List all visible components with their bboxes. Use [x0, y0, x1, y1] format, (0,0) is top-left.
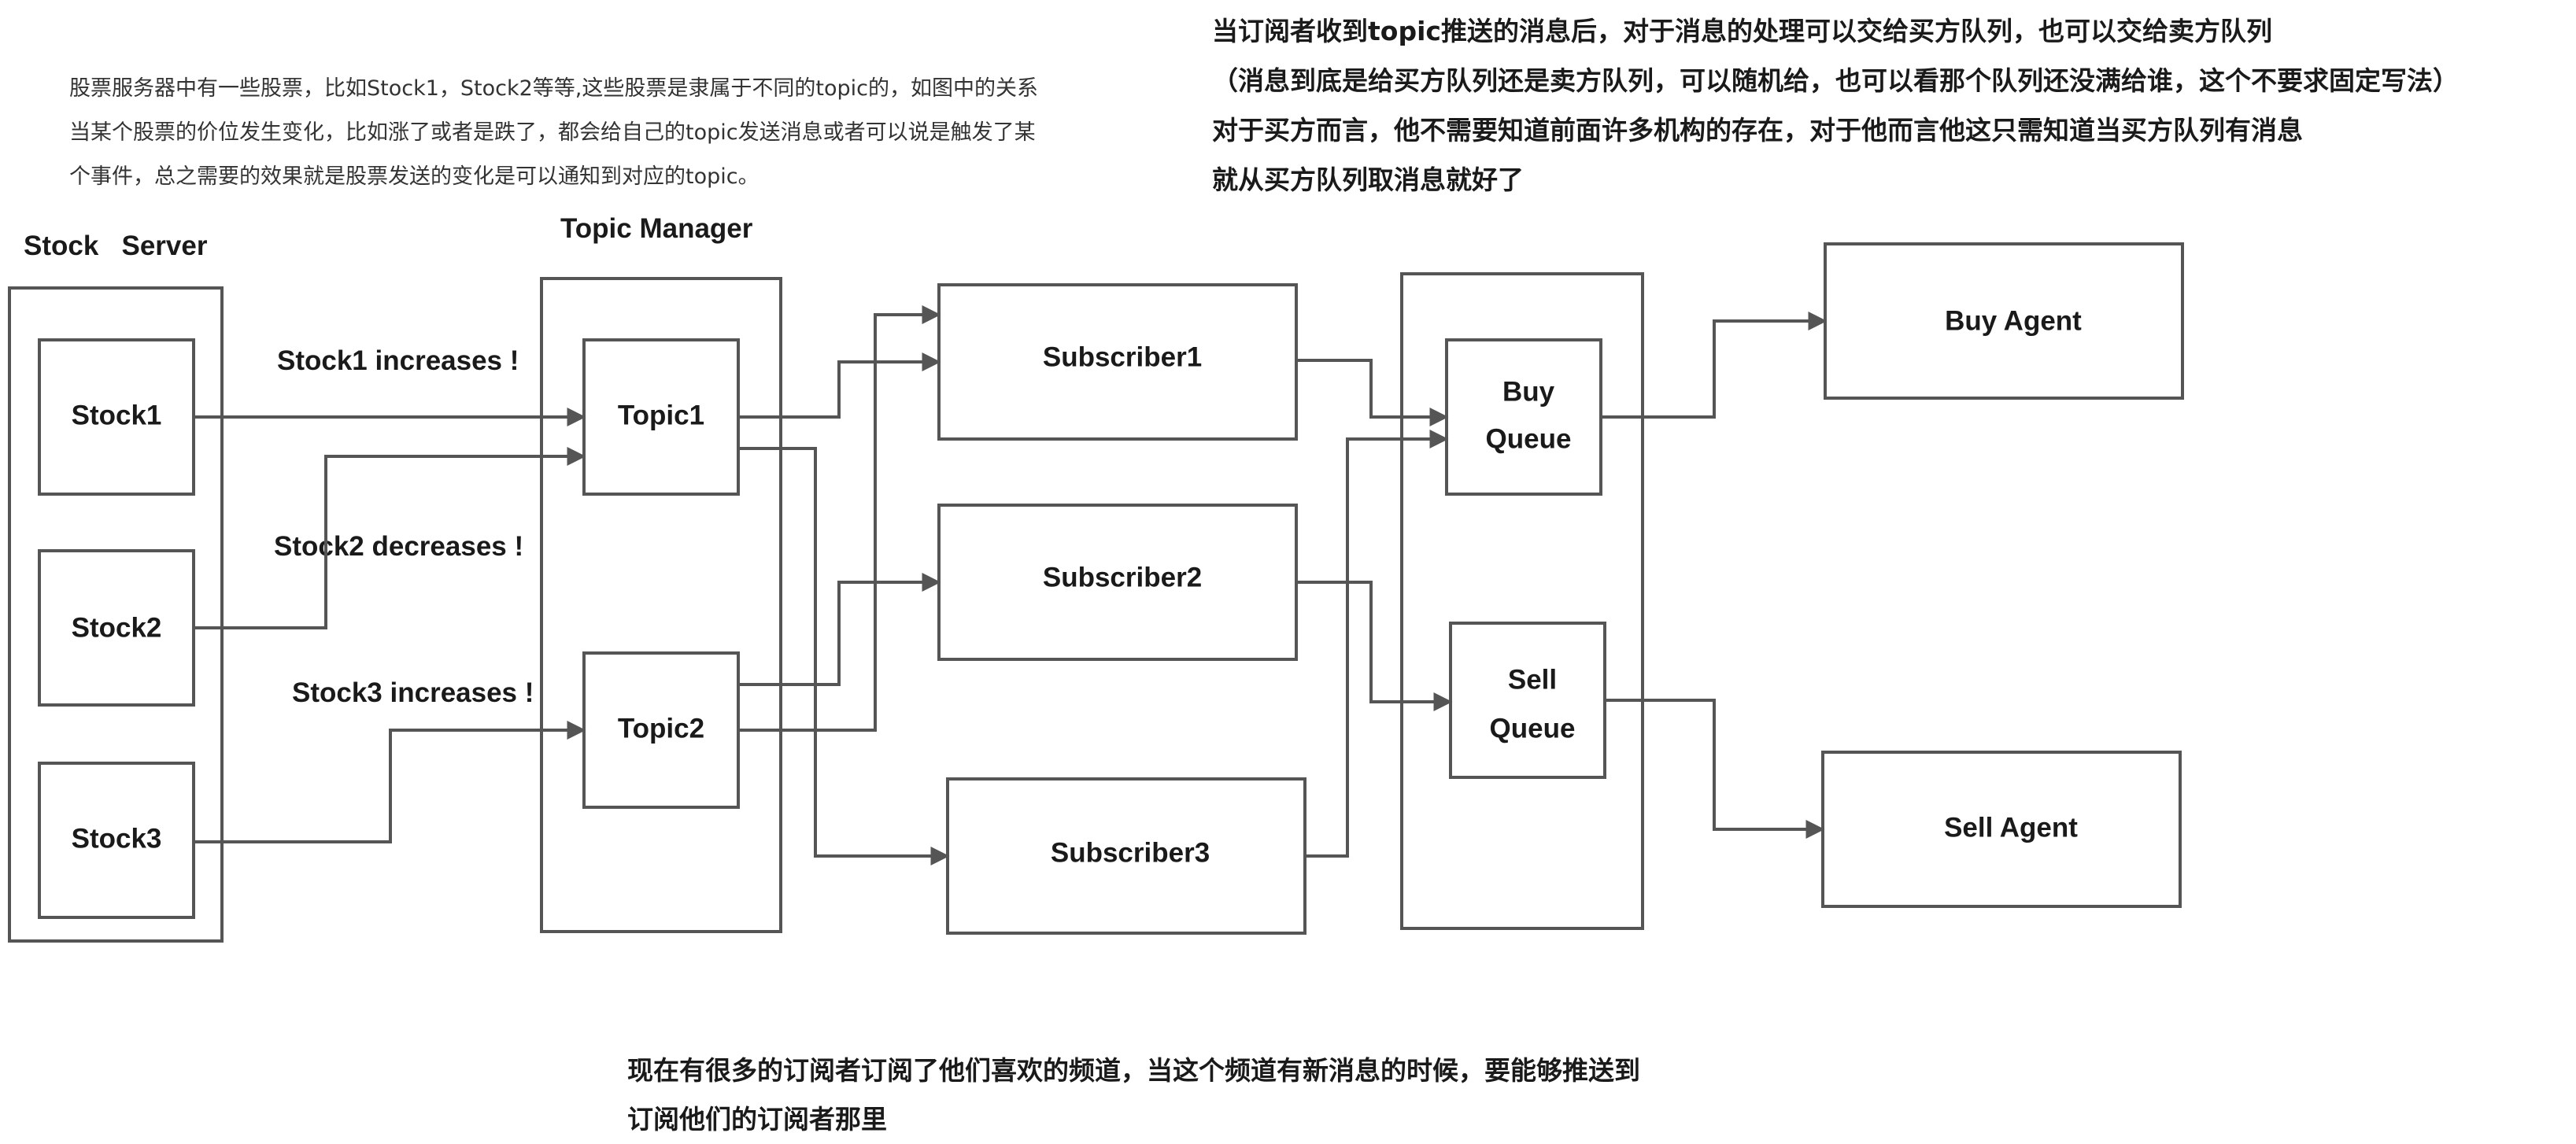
subscription-summary: 现在有很多的订阅者订阅了他们喜欢的频道，当这个频道有新消息的时候，要能够推送到 …	[627, 1046, 1640, 1144]
sell-queue-node[interactable]: Sell Queue	[1449, 622, 1606, 779]
edge-topic1-subscriber1	[738, 352, 941, 419]
edge-topic2-subscriber1	[738, 305, 941, 732]
subscriber-handling-description: 当订阅者收到topic推送的消息后，对于消息的处理可以交给买方队列，也可以交给卖…	[1212, 6, 2459, 205]
edge-stock3-topic2	[194, 721, 586, 843]
sell-queue-label-line1: Sell	[1508, 664, 1557, 695]
edge-sell-queue-sell-agent	[1605, 699, 1825, 839]
edge-topic1-subscriber3	[738, 447, 950, 865]
topic1-label: Topic1	[618, 400, 704, 430]
stock-server-title: Stock Server	[24, 231, 208, 261]
topic2-label: Topic2	[618, 713, 704, 744]
note-line: （消息到底是给买方队列还是卖方队列，可以随机给，也可以看那个队列还没满给谁，这个…	[1212, 65, 2459, 96]
note-line: 股票服务器中有一些股票，比如Stock1，Stock2等等,这些股票是隶属于不同…	[69, 76, 1038, 101]
subscriber1-node[interactable]: Subscriber1	[937, 283, 1298, 441]
subscriber3-node[interactable]: Subscriber3	[946, 777, 1306, 935]
sell-queue-label-line2: Queue	[1490, 713, 1576, 744]
stock2-label: Stock2	[72, 612, 162, 643]
buy-agent-node[interactable]: Buy Agent	[1824, 242, 2184, 400]
topic2-node[interactable]: Topic2	[582, 651, 740, 809]
note-line: 对于买方而言，他不需要知道前面许多机构的存在，对于他而言他这只需知道当买方队列有…	[1212, 115, 2303, 146]
sell-agent-node[interactable]: Sell Agent	[1821, 751, 2182, 908]
edge-stock2-topic1	[194, 447, 586, 629]
edge-subscriber3-buy-queue	[1305, 430, 1449, 858]
stock3-label: Stock3	[72, 823, 162, 854]
edge-label-stock2: Stock2 decreases !	[274, 531, 523, 562]
note-line: 当订阅者收到topic推送的消息后，对于消息的处理可以交给买方队列，也可以交给卖…	[1212, 16, 2272, 46]
edge-label-stock3: Stock3 increases !	[292, 677, 534, 708]
buy-agent-label: Buy Agent	[1945, 305, 2082, 336]
note-line: 个事件，总之需要的效果就是股票发送的变化是可以通知到对应的topic。	[69, 164, 759, 189]
stock1-label: Stock1	[72, 400, 162, 430]
note-line: 订阅他们的订阅者那里	[627, 1104, 887, 1135]
note-line: 当某个股票的价位发生变化，比如涨了或者是跌了，都会给自己的topic发送消息或者…	[69, 120, 1036, 145]
stock1-node[interactable]: Stock1	[38, 338, 195, 496]
note-line: 就从买方队列取消息就好了	[1212, 164, 1524, 195]
subscriber2-label: Subscriber2	[1043, 562, 1202, 592]
subscriber3-label: Subscriber3	[1051, 837, 1210, 868]
buy-queue-node[interactable]: Buy Queue	[1445, 338, 1602, 496]
edge-buy-queue-buy-agent	[1601, 312, 1828, 419]
edge-topic2-subscriber2	[738, 573, 941, 686]
sell-agent-label: Sell Agent	[1944, 812, 2078, 843]
edge-subscriber1-buy-queue	[1296, 359, 1449, 426]
edge-subscriber2-sell-queue	[1296, 581, 1453, 711]
stock-server-description: 股票服务器中有一些股票，比如Stock1，Stock2等等,这些股票是隶属于不同…	[69, 67, 1038, 199]
edge-label-stock1: Stock1 increases !	[277, 345, 519, 376]
topic1-node[interactable]: Topic1	[582, 338, 740, 496]
subscriber1-label: Subscriber1	[1043, 341, 1202, 372]
stock2-node[interactable]: Stock2	[38, 549, 195, 707]
subscriber2-node[interactable]: Subscriber2	[937, 504, 1298, 661]
stock3-node[interactable]: Stock3	[38, 762, 195, 919]
topic-manager-title: Topic Manager	[560, 213, 753, 244]
buy-queue-label-line2: Queue	[1486, 423, 1572, 454]
note-line: 现在有很多的订阅者订阅了他们喜欢的频道，当这个频道有新消息的时候，要能够推送到	[627, 1055, 1640, 1086]
buy-queue-label-line1: Buy	[1502, 376, 1555, 407]
